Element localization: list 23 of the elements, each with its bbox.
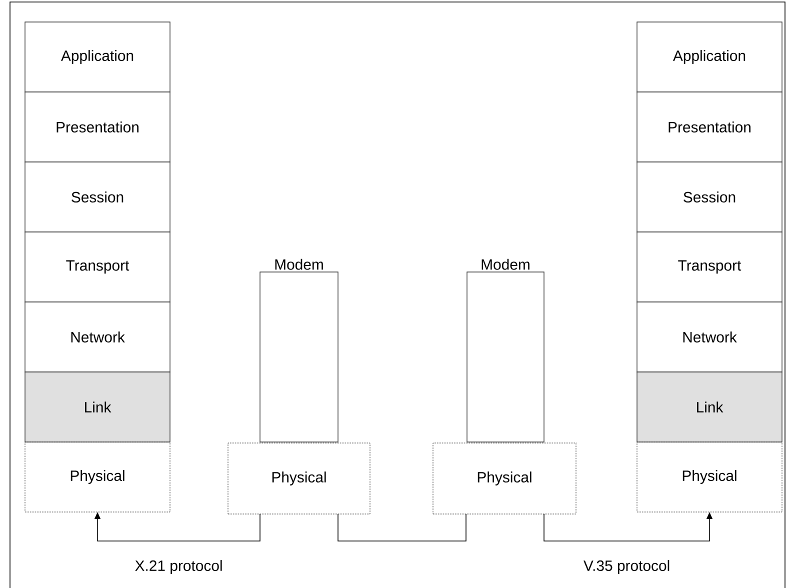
modem-box: Modem — [466, 258, 544, 442]
layer-box: Presentation — [636, 92, 782, 162]
edge-label: V.35 protocol — [582, 559, 672, 575]
layer-box: Transport — [636, 232, 782, 302]
layer-box: Presentation — [24, 92, 170, 162]
physical-box: Physical — [432, 442, 576, 514]
node-label: Modem — [275, 258, 323, 270]
layer-box: Link — [636, 372, 782, 442]
layer-box: Session — [636, 162, 782, 232]
physical-box: Physical — [24, 442, 170, 512]
layer-box: Link — [24, 372, 170, 442]
connector-line — [338, 514, 466, 542]
modem-box: Modem — [260, 258, 338, 442]
edge-label: X.21 protocol — [134, 559, 224, 575]
physical-box: Physical — [228, 442, 370, 514]
physical-box: Physical — [636, 442, 782, 512]
layer-box: Application — [636, 22, 782, 92]
layer-box: Network — [24, 302, 170, 372]
layer-box: Session — [24, 162, 170, 232]
layer-box: Application — [24, 22, 170, 92]
layer-box: Transport — [24, 232, 170, 302]
node-label: Modem — [482, 258, 530, 270]
layer-box: Network — [636, 302, 782, 372]
